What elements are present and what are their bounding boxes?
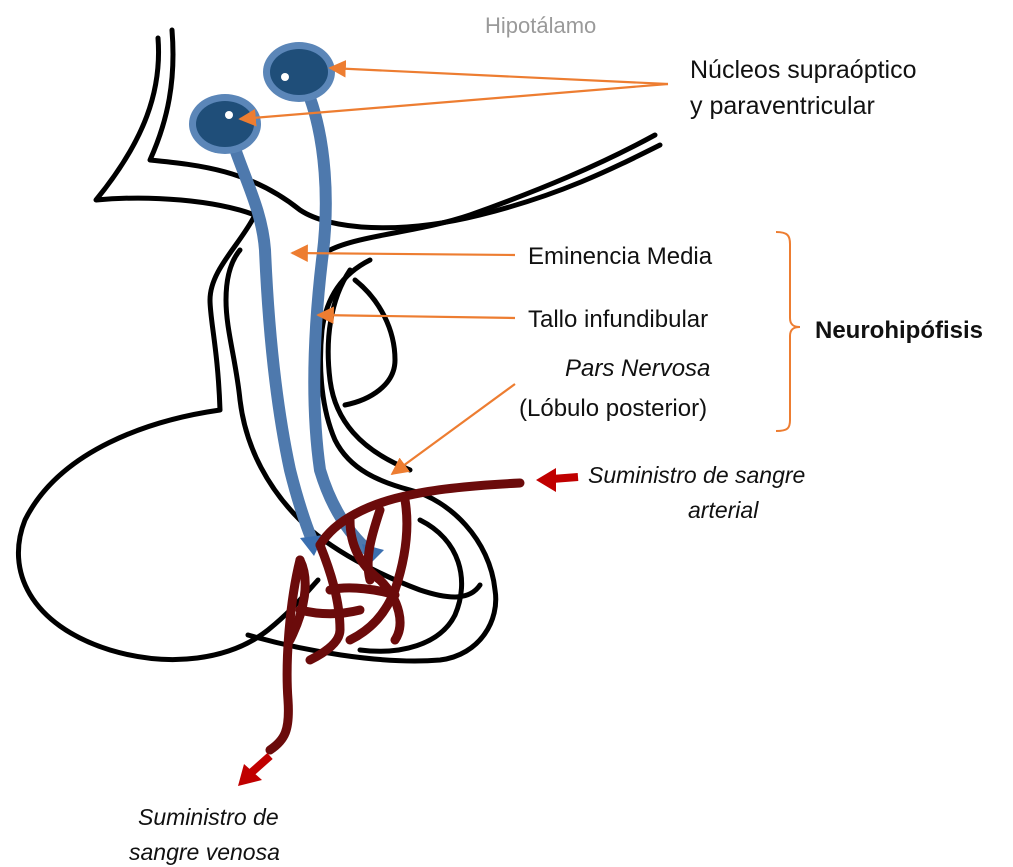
hypothalamus-label: Hipotálamo [485,13,596,38]
neurosecretory-axons [232,98,370,552]
venous-supply-label-line1: Suministro de [138,804,279,830]
neuron-soma-lower [189,94,261,154]
plexus-branch-2 [310,545,340,660]
infundibular-stalk-label: Tallo infundibular [528,306,708,333]
venous-supply-label-line2: sangre venosa [129,839,280,865]
arterial-flow-arrow [536,468,578,492]
stalk-loop-inner [345,280,395,405]
pointer-nucleus-upper [330,68,668,84]
nuclei-label-line2: y paraventricular [690,92,875,120]
plexus-branch-6 [300,610,360,614]
arterial-supply-label-line1: Suministro de sangre [588,462,805,488]
neurohypophysis-label: Neurohipófisis [815,317,983,344]
stalk-loop-outer [328,270,410,470]
pointer-infundibular-stalk [318,315,515,318]
posterior-lobe-label: (Lóbulo posterior) [519,395,707,422]
neurohypophysis-brace [776,232,800,431]
axon-1 [232,140,312,540]
gland-outline [18,30,660,661]
pointer-pars-nervosa [392,384,515,474]
nuclei-label-line1: Núcleos supraóptico [690,56,917,84]
neuron-soma-upper [263,42,335,102]
median-eminence-label: Eminencia Media [528,243,713,270]
venous-flow-arrow [238,756,270,786]
hypothalamic-floor-outline [330,135,655,250]
arterial-supply-label-line2: arterial [688,497,759,523]
pars-nervosa-label: Pars Nervosa [565,355,710,382]
venous-vessel [270,560,300,750]
axon-2 [310,98,370,552]
